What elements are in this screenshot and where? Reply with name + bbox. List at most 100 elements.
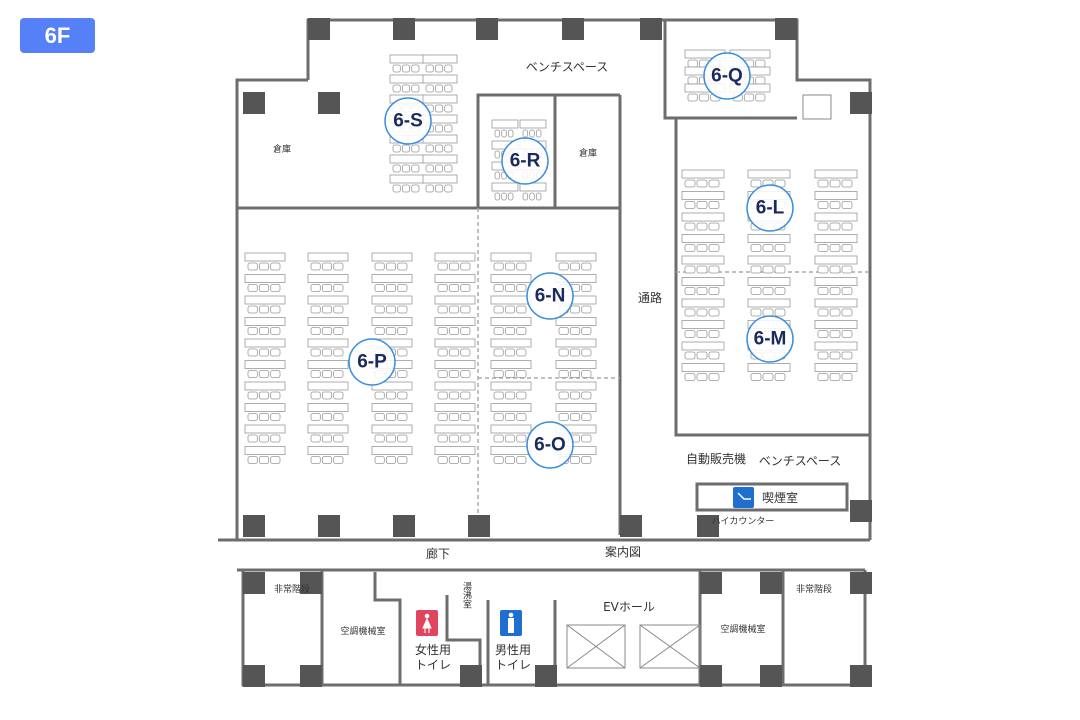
chair — [434, 144, 444, 153]
chair — [321, 456, 333, 464]
room-6-o[interactable]: 6-O — [526, 421, 574, 469]
desk — [434, 424, 476, 434]
pillar — [640, 18, 662, 40]
chair — [504, 391, 516, 400]
passage-label: 通路 — [638, 290, 662, 305]
chair — [397, 456, 408, 464]
desk — [307, 252, 349, 262]
chair — [581, 391, 592, 400]
chair — [392, 164, 401, 173]
chair — [817, 244, 829, 252]
storage-label: 倉庫 — [579, 147, 597, 159]
chair — [708, 222, 720, 231]
chair — [774, 373, 786, 381]
chair — [258, 348, 270, 357]
svg-text:6-S: 6-S — [393, 111, 423, 132]
chair — [460, 413, 471, 421]
chair — [504, 434, 516, 443]
chair — [258, 327, 270, 335]
chair — [817, 179, 829, 188]
chair — [448, 327, 460, 335]
chair — [401, 184, 411, 193]
chair — [247, 370, 258, 378]
desk — [490, 381, 532, 391]
pillar — [562, 18, 584, 40]
pillar — [850, 500, 872, 522]
chair — [841, 244, 853, 252]
chair — [684, 351, 696, 360]
pillar — [697, 515, 719, 537]
desk — [307, 424, 349, 434]
chair — [270, 305, 281, 314]
chair — [385, 413, 397, 421]
chair — [460, 284, 471, 292]
desk — [307, 317, 349, 326]
chair — [425, 184, 434, 193]
chair — [321, 370, 333, 378]
smoking-room-label: 喫煙室 — [762, 490, 798, 505]
room-6-n[interactable]: 6-N — [526, 272, 574, 320]
chair — [558, 262, 569, 271]
desk — [422, 134, 458, 144]
chair — [247, 456, 258, 464]
chair — [392, 184, 401, 193]
bench-space-label: ベンチスペース — [759, 454, 842, 468]
chair — [444, 64, 453, 73]
chair — [460, 305, 471, 314]
chair — [569, 305, 581, 314]
chair — [558, 327, 569, 335]
chair — [310, 370, 321, 378]
chair — [708, 179, 720, 188]
desk — [490, 446, 532, 455]
desk — [244, 403, 286, 412]
desk — [422, 74, 458, 84]
desk — [490, 295, 532, 305]
desk — [490, 403, 532, 412]
room-6-s[interactable]: 6-S — [384, 97, 432, 145]
kettle-room-label: 湯沸室 — [461, 581, 472, 608]
chair — [750, 244, 762, 252]
chair — [321, 327, 333, 335]
chair — [494, 150, 501, 159]
chair — [385, 327, 397, 335]
chair — [374, 391, 385, 400]
chair — [397, 327, 408, 335]
chair — [774, 287, 786, 295]
chair — [247, 305, 258, 314]
chair — [708, 265, 720, 274]
pillar — [620, 515, 642, 537]
desk — [814, 169, 858, 179]
storage-label: 倉庫 — [273, 143, 291, 155]
chair — [696, 179, 708, 188]
chair — [310, 284, 321, 292]
chair — [310, 391, 321, 400]
room-6-l[interactable]: 6-L — [746, 184, 794, 232]
chair — [687, 93, 698, 102]
chair — [448, 262, 460, 271]
room-6-r[interactable]: 6-R — [501, 137, 549, 185]
pillar — [850, 665, 872, 687]
desk — [434, 317, 476, 326]
room-6-m[interactable]: 6-M — [746, 315, 794, 363]
chair — [333, 456, 344, 464]
chair — [434, 124, 444, 133]
chair — [687, 76, 698, 85]
chair — [321, 305, 333, 314]
chair — [385, 284, 397, 292]
desk — [681, 169, 725, 179]
pillar — [308, 18, 330, 40]
desk — [681, 298, 725, 308]
chair — [258, 370, 270, 378]
chair — [750, 287, 762, 295]
desk — [371, 295, 413, 305]
chair — [411, 84, 420, 93]
desk — [490, 424, 532, 434]
chair — [258, 284, 270, 292]
chair — [270, 434, 281, 443]
chair — [258, 262, 270, 271]
chair — [460, 327, 471, 335]
chair — [460, 456, 471, 464]
room-6-q[interactable]: 6-Q — [703, 52, 751, 100]
room-6-p[interactable]: 6-P — [348, 338, 396, 386]
chair — [774, 244, 786, 252]
